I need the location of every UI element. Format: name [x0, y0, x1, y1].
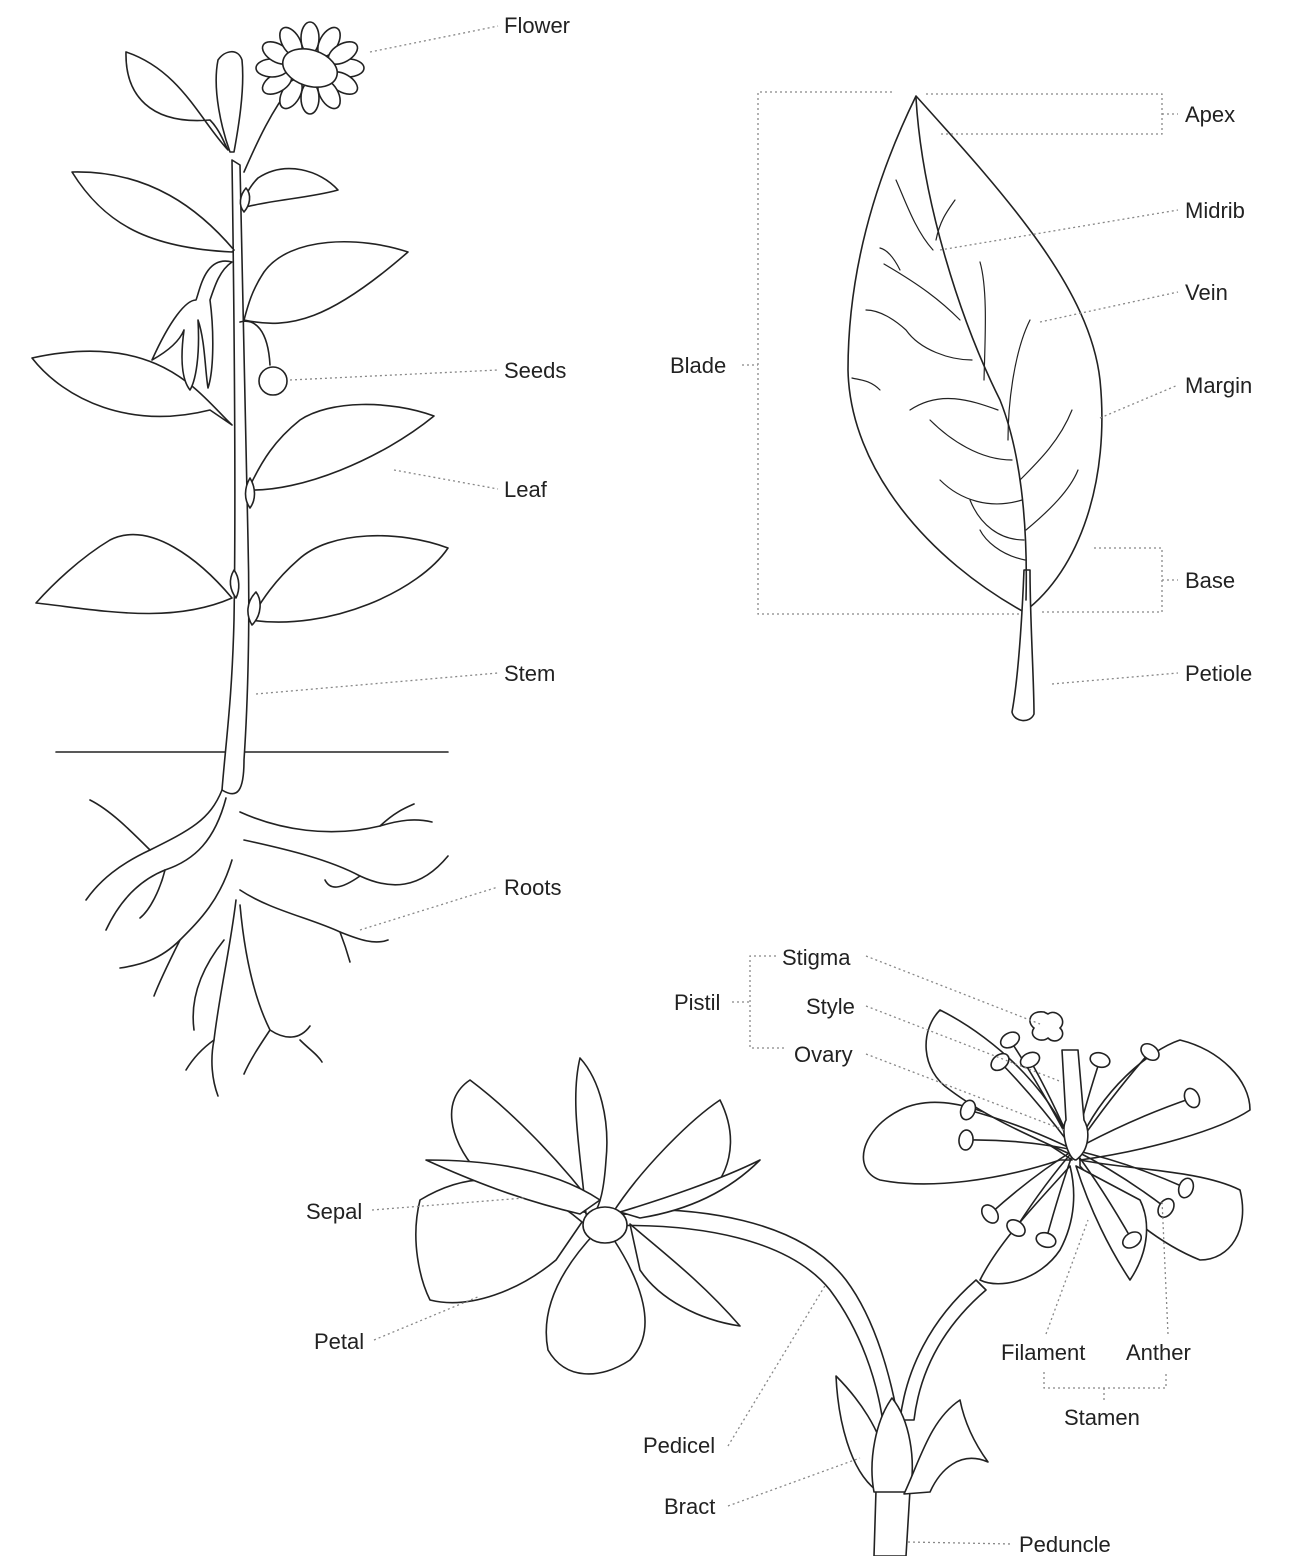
leaf-bottom-right: [250, 536, 448, 622]
leader-pedicel: [728, 1284, 826, 1446]
stamen-anther: [1018, 1049, 1042, 1070]
leaf-illustration: [848, 96, 1102, 721]
label-style: Style: [806, 994, 855, 1019]
label-sepal: Sepal: [306, 1199, 362, 1224]
leader-stem: [256, 673, 498, 694]
leaf-top-left: [126, 52, 228, 150]
bract-right: [904, 1400, 988, 1494]
label-seeds: Seeds: [504, 358, 566, 383]
label-vein: Vein: [1185, 280, 1228, 305]
leaf-upper-left: [72, 172, 234, 252]
label-apex: Apex: [1185, 102, 1235, 127]
stamen-anther: [978, 1202, 1001, 1226]
pedicel-right: [900, 1280, 986, 1420]
label-petiole: Petiole: [1185, 661, 1252, 686]
whole-plant-illustration: [32, 22, 448, 1096]
label-anther: Anther: [1126, 1340, 1191, 1365]
leaf-mid-left: [32, 351, 232, 425]
label-leaf: Leaf: [504, 477, 548, 502]
plant-roots: [86, 790, 448, 1096]
bracket-pistil: [750, 956, 786, 1048]
leader-seeds: [290, 370, 498, 380]
flower-front-view: [863, 1010, 1250, 1284]
label-roots: Roots: [504, 875, 561, 900]
peduncle: [874, 1490, 910, 1556]
label-petal: Petal: [314, 1329, 364, 1354]
stamen-anther: [998, 1029, 1022, 1051]
daisy-flower: [244, 22, 364, 172]
label-bract: Bract: [664, 1494, 715, 1519]
leaf-upper-right: [242, 169, 338, 208]
leader-petiole: [1052, 673, 1178, 684]
label-margin: Margin: [1185, 373, 1252, 398]
seed-round: [259, 367, 287, 395]
leader-leaf: [394, 470, 498, 489]
label-base: Base: [1185, 568, 1235, 593]
bud-node-1: [240, 188, 249, 212]
label-midrib: Midrib: [1185, 198, 1245, 223]
label-flower: Flower: [504, 13, 570, 38]
leaf-lower-right: [248, 404, 434, 490]
leaf-bottom-left: [36, 535, 232, 614]
bracket-apex: [926, 94, 1162, 134]
leader-roots: [360, 887, 498, 930]
flower-illustration: [416, 1010, 1250, 1556]
label-blade: Blade: [670, 353, 726, 378]
label-filament: Filament: [1001, 1340, 1085, 1365]
leader-stigma: [866, 956, 1040, 1024]
label-ovary: Ovary: [794, 1042, 853, 1067]
label-peduncle: Peduncle: [1019, 1532, 1111, 1556]
leader-margin: [1100, 385, 1178, 418]
label-stem: Stem: [504, 661, 555, 686]
leader-bract: [728, 1458, 860, 1506]
pistil-stigma: [1030, 1012, 1063, 1041]
leaf-blade: [848, 96, 1102, 612]
bracket-stamen: [1044, 1372, 1166, 1388]
label-stamen: Stamen: [1064, 1405, 1140, 1430]
stamen-anther: [1088, 1050, 1111, 1069]
leader-flower: [370, 26, 498, 52]
leaf-mid-right: [244, 242, 408, 324]
plant-stem: [222, 160, 249, 794]
leader-peduncle: [908, 1542, 1012, 1544]
pistil-style: [1062, 1050, 1088, 1160]
label-pedicel: Pedicel: [643, 1433, 715, 1458]
label-pistil: Pistil: [674, 990, 720, 1015]
label-stigma: Stigma: [782, 945, 851, 970]
